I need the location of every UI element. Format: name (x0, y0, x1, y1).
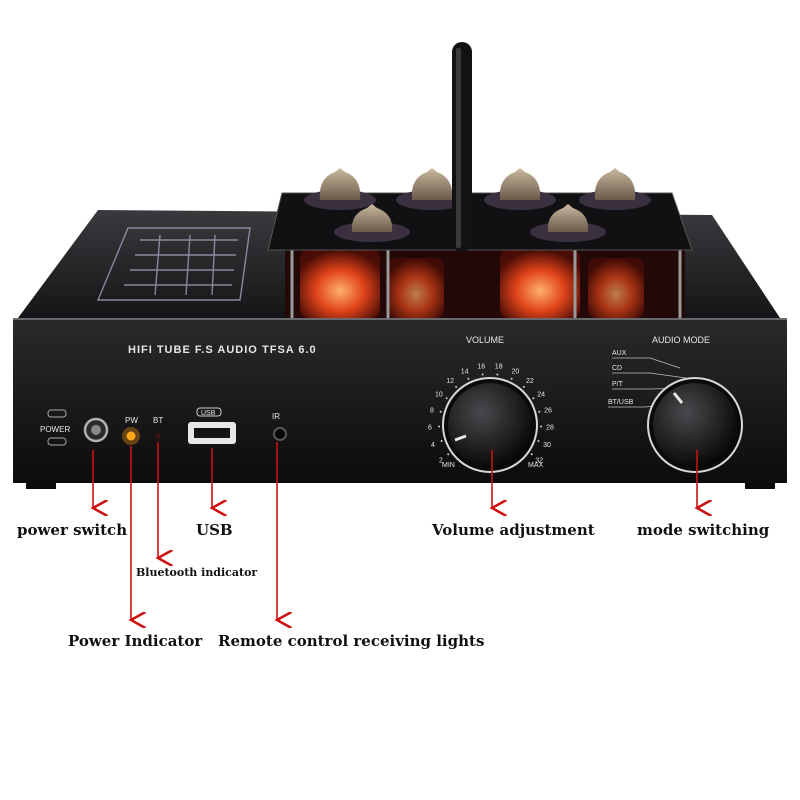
volume-scale-dot (481, 373, 484, 376)
antenna (452, 42, 472, 252)
callout-power-indicator: Power Indicator (68, 632, 203, 650)
model-text: TFSA 6.0 (262, 344, 317, 356)
volume-scale-tick: 2 (439, 457, 443, 464)
volume-scale-dot (532, 397, 535, 400)
volume-scale-tick: 8 (430, 408, 434, 415)
mode-option-label: CD (612, 365, 622, 372)
tube-section (267, 168, 693, 322)
volume-scale-tick: 28 (546, 425, 554, 432)
volume-scale-dot (540, 425, 542, 428)
volume-scale-tick: 18 (495, 364, 503, 371)
tube-tops (304, 168, 651, 242)
mode-option-label: P/T (612, 381, 624, 388)
ir-receiver (273, 427, 287, 441)
mode-option-leader (612, 372, 687, 379)
mode-option-label: BT/USB (608, 399, 634, 406)
callout-volume: Volume adjustment (432, 521, 595, 539)
callout-arrows (93, 442, 697, 620)
volume-scale-tick: 4 (431, 442, 435, 449)
mode-option-label: AUX (612, 350, 627, 357)
volume-scale-dot (440, 440, 443, 442)
volume-scale-tick: 26 (544, 408, 552, 415)
power-led (126, 431, 136, 441)
callout-power-switch: power switch (17, 521, 128, 539)
volume-scale-dot (530, 453, 533, 456)
volume-scale-tick: 16 (477, 364, 485, 371)
pw-label: PW (125, 416, 138, 425)
callout-remote: Remote control receiving lights (218, 632, 485, 650)
volume-min: MIN (442, 462, 455, 469)
volume-title: VOLUME (466, 335, 504, 345)
usb-port[interactable]: USB (188, 407, 236, 444)
mode-knob[interactable] (647, 377, 743, 473)
bluetooth-led (155, 433, 161, 439)
volume-scale-dot (467, 377, 470, 380)
callout-usb: USB (196, 521, 233, 539)
power-switch[interactable]: POWER (40, 409, 109, 446)
volume-scale-dot (522, 385, 525, 388)
mode-option-leader (612, 357, 681, 369)
volume-scale-tick: 32 (535, 457, 543, 464)
volume-scale-tick: 20 (512, 369, 520, 376)
usb-panel-label: USB (201, 410, 216, 417)
volume-scale-tick: 12 (446, 378, 454, 385)
callout-bluetooth: Bluetooth indicator (136, 566, 258, 579)
volume-knob[interactable] (442, 377, 538, 473)
volume-scale-tick: 14 (461, 369, 469, 376)
volume-scale-dot (439, 410, 442, 413)
volume-scale-tick: 10 (435, 392, 443, 399)
callout-mode: mode switching (637, 521, 770, 539)
ir-label: IR (272, 412, 280, 421)
volume-scale-dot (510, 377, 513, 380)
volume-scale-dot (438, 425, 440, 428)
volume-scale-dot (496, 373, 499, 376)
volume-scale-tick: 6 (428, 425, 432, 432)
mode-title: AUDIO MODE (652, 335, 710, 345)
volume-scale-tick: 30 (543, 442, 551, 449)
tube-glow-right (500, 250, 644, 318)
volume-max: MAX (528, 462, 544, 469)
top-circuit-print (96, 227, 251, 301)
volume-scale-dot (537, 440, 540, 442)
brand-text: HIFI TUBE F.S AUDIO (128, 344, 258, 356)
volume-scale-dot (445, 397, 448, 400)
tube-glow-left (300, 250, 444, 318)
volume-scale-dot (455, 385, 458, 388)
power-label: POWER (40, 425, 70, 434)
volume-scale-tick: 22 (526, 378, 534, 385)
volume-scale-dot (447, 453, 450, 456)
bt-label: BT (153, 416, 163, 425)
volume-scale-dot (538, 410, 541, 413)
volume-scale-tick: 24 (537, 392, 545, 399)
